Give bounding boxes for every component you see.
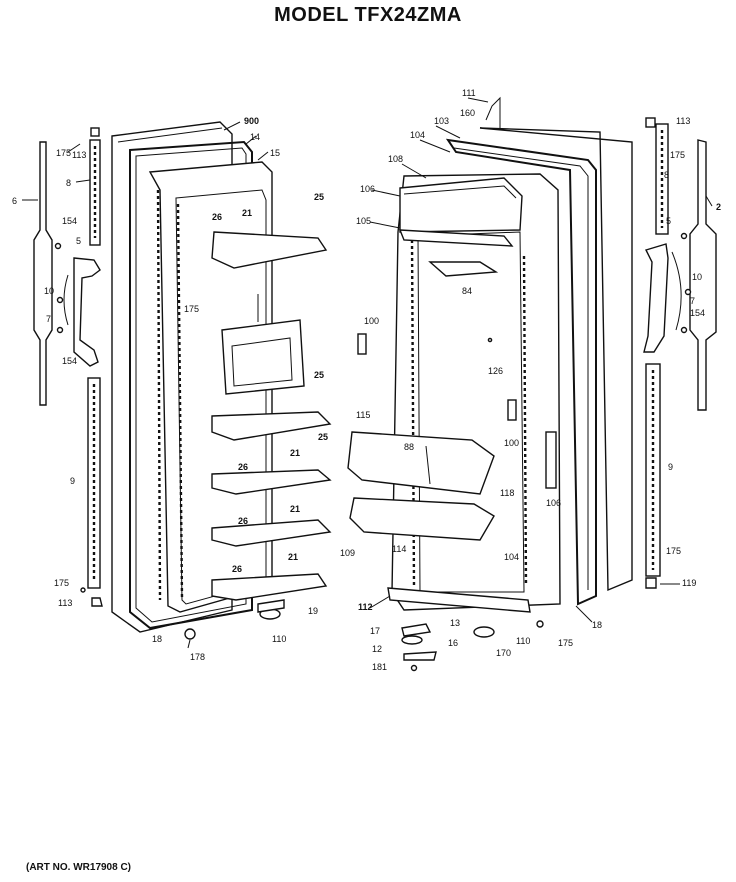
callout-175: 175 <box>56 148 71 158</box>
callout-9: 9 <box>668 462 673 472</box>
freezer-door-shelves[interactable] <box>211 231 332 601</box>
callout-113: 113 <box>72 150 86 160</box>
right-door-strip-lower[interactable] <box>645 363 661 577</box>
callout-5: 5 <box>666 216 671 226</box>
right-handle[interactable] <box>643 243 682 353</box>
callout-104: 104 <box>410 130 425 140</box>
right-door-strip-upper[interactable] <box>655 123 669 235</box>
callout-21: 21 <box>242 208 252 218</box>
egg-tray[interactable] <box>428 261 499 277</box>
fresh-food-door-outer-panel[interactable] <box>479 96 633 592</box>
dairy-compartment[interactable] <box>399 177 523 233</box>
callout-10: 10 <box>44 286 54 296</box>
callout-115: 115 <box>356 410 370 420</box>
callout-8: 8 <box>66 178 71 188</box>
callout-labels: 6 175 113 8 154 5 10 7 154 9 175 113 900… <box>12 88 721 672</box>
left-handle[interactable] <box>63 257 101 367</box>
callout-181: 181 <box>372 662 387 672</box>
callout-26: 26 <box>238 462 248 472</box>
fresh-food-door-gasket[interactable] <box>445 138 597 606</box>
callout-106: 106 <box>546 498 561 508</box>
left-door-strip-upper[interactable] <box>89 139 101 246</box>
callout-175: 175 <box>670 150 685 160</box>
callout-114: 114 <box>392 544 406 554</box>
right-trim-strip[interactable] <box>689 139 717 411</box>
callout-2: 2 <box>716 202 721 212</box>
callout-104: 104 <box>504 552 519 562</box>
callout-108: 108 <box>388 154 403 164</box>
door-bins[interactable] <box>347 431 495 541</box>
callout-25: 25 <box>314 192 324 202</box>
callout-5: 5 <box>76 236 81 246</box>
callout-10: 10 <box>692 272 702 282</box>
callout-175: 175 <box>558 638 573 648</box>
callout-26: 26 <box>232 564 242 574</box>
callout-154: 154 <box>690 308 705 318</box>
callout-126: 126 <box>488 366 503 376</box>
callout-17: 17 <box>370 626 380 636</box>
callout-13: 13 <box>450 618 460 628</box>
left-door-strip-lower[interactable] <box>87 377 101 589</box>
callout-25: 25 <box>318 432 328 442</box>
callout-119: 119 <box>682 578 696 588</box>
callout-12: 12 <box>372 644 382 654</box>
callout-19: 19 <box>308 606 318 616</box>
callout-88: 88 <box>404 442 414 452</box>
callout-25: 25 <box>314 370 324 380</box>
callout-175: 175 <box>666 546 681 556</box>
callout-900: 900 <box>244 116 259 126</box>
callout-7: 7 <box>46 314 51 324</box>
callout-15: 15 <box>270 148 280 158</box>
callout-113: 113 <box>58 598 72 608</box>
freezer-door-liner[interactable] <box>148 161 273 613</box>
callout-7: 7 <box>690 296 695 306</box>
callout-21: 21 <box>288 552 298 562</box>
callout-112: 112 <box>358 602 373 612</box>
small-clips[interactable] <box>357 333 557 489</box>
callout-170: 170 <box>496 648 511 658</box>
callout-106: 106 <box>360 184 375 194</box>
callout-154: 154 <box>62 356 77 366</box>
callout-100: 100 <box>364 316 379 326</box>
callout-9: 9 <box>70 476 75 486</box>
callout-118: 118 <box>500 488 514 498</box>
callout-103: 103 <box>434 116 449 126</box>
callout-110: 110 <box>272 634 286 644</box>
dairy-door-bar[interactable] <box>398 229 514 247</box>
callout-21: 21 <box>290 504 300 514</box>
callout-175: 175 <box>184 304 199 314</box>
callout-26: 26 <box>212 212 222 222</box>
callout-18: 18 <box>592 620 602 630</box>
callout-8: 8 <box>664 170 669 180</box>
right-screw-parts[interactable] <box>645 117 692 589</box>
callout-18: 18 <box>152 634 162 644</box>
callout-113: 113 <box>676 116 690 126</box>
callout-21: 21 <box>290 448 300 458</box>
left-screw-parts[interactable] <box>54 127 103 607</box>
diagram-title: MODEL TFX24ZMA <box>274 4 462 26</box>
callout-109: 109 <box>340 548 355 558</box>
freezer-door-gasket[interactable] <box>129 140 253 630</box>
callout-26: 26 <box>238 516 248 526</box>
callout-178: 178 <box>190 652 205 662</box>
ice-dispenser-panel[interactable] <box>221 294 305 395</box>
callout-84: 84 <box>462 286 472 296</box>
callout-100: 100 <box>504 438 519 448</box>
leader-lines <box>22 97 713 649</box>
fresh-food-bottom-parts[interactable] <box>401 620 544 672</box>
callout-175: 175 <box>54 578 69 588</box>
callout-6: 6 <box>12 196 17 206</box>
callout-105: 105 <box>356 216 371 226</box>
callout-16: 16 <box>448 638 458 648</box>
freezer-bottom-parts[interactable] <box>184 599 285 640</box>
callout-111: 111 <box>462 88 476 98</box>
left-trim-strip[interactable] <box>33 141 53 406</box>
callout-110: 110 <box>516 636 530 646</box>
callout-160: 160 <box>460 108 475 118</box>
art-number: (ART NO. WR17908 C) <box>26 862 132 873</box>
callout-154: 154 <box>62 216 77 226</box>
